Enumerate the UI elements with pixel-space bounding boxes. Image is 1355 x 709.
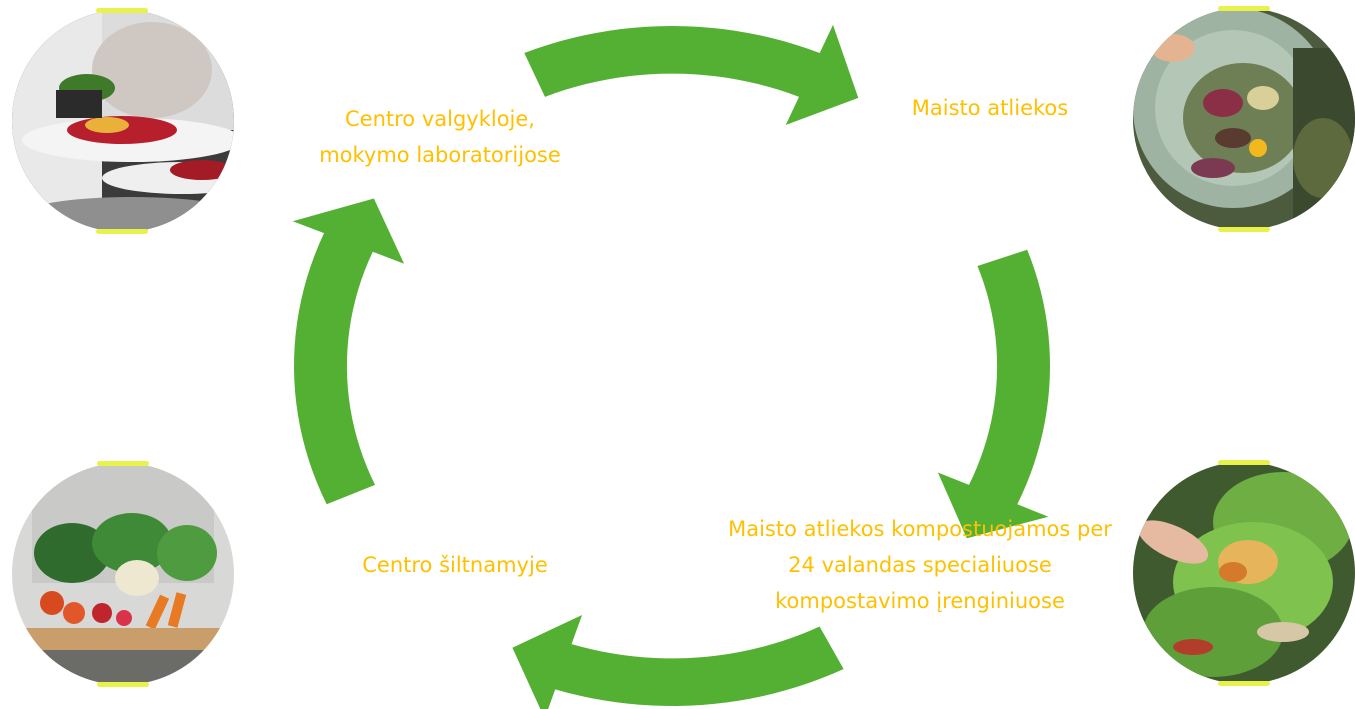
arrow-top bbox=[524, 24, 859, 126]
food-scraps-photo bbox=[1133, 8, 1355, 230]
label-line: kompostavimo įrenginiuose bbox=[775, 589, 1065, 613]
label-line: 24 valandas specialiuose bbox=[788, 553, 1052, 577]
label-line: Maisto atliekos kompostuojamos per bbox=[728, 517, 1112, 541]
arrow-group bbox=[292, 24, 1050, 709]
step-label-waste: Maisto atliekos bbox=[860, 90, 1120, 126]
arrow-left bbox=[292, 198, 405, 505]
arrow-right bbox=[937, 249, 1050, 539]
step-label-cafeteria: Centro valgykloje, mokymo laboratorijose bbox=[290, 101, 590, 173]
label-line: Maisto atliekos bbox=[911, 96, 1069, 120]
accent-bar bbox=[96, 8, 148, 13]
accent-bar bbox=[1218, 6, 1270, 11]
vegetables-photo bbox=[12, 463, 234, 685]
accent-bar bbox=[1218, 227, 1270, 232]
arrow-bottom bbox=[512, 614, 844, 709]
label-line: Centro šiltnamyje bbox=[362, 553, 548, 577]
step-label-greenhouse: Centro šiltnamyje bbox=[330, 547, 580, 583]
chef-plating-photo bbox=[12, 10, 234, 232]
step-label-compost: Maisto atliekos kompostuojamos per 24 va… bbox=[680, 511, 1160, 619]
accent-bar bbox=[97, 461, 149, 466]
accent-bar bbox=[1218, 460, 1270, 465]
compost-photo bbox=[1133, 462, 1355, 684]
accent-bar bbox=[97, 682, 149, 687]
label-line: Centro valgykloje, bbox=[345, 107, 535, 131]
accent-bar bbox=[96, 229, 148, 234]
label-line: mokymo laboratorijose bbox=[319, 143, 561, 167]
accent-bar bbox=[1218, 681, 1270, 686]
